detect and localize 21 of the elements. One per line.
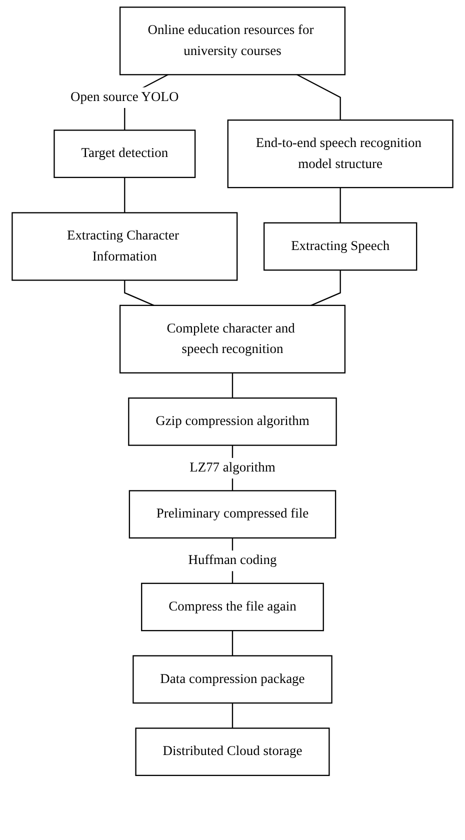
connector bbox=[232, 630, 234, 656]
node-box: End-to-end speech recognition model structure bbox=[227, 120, 454, 188]
connector bbox=[232, 372, 234, 398]
edge-label: LZ77 algorithm bbox=[190, 460, 276, 475]
node-box: Extracting Speech bbox=[264, 222, 418, 271]
node-box: Online education resources for university courses bbox=[119, 6, 346, 76]
node-box: Distributed Cloud storage bbox=[135, 728, 330, 776]
node-box: Target detection bbox=[54, 130, 196, 178]
edge-label: Huffman coding bbox=[188, 553, 277, 568]
node-box: Data compression package bbox=[132, 655, 332, 704]
node-box: Extracting Character Information bbox=[12, 212, 238, 281]
connector bbox=[296, 74, 341, 120]
edge-label: Open source YOLO bbox=[70, 90, 179, 104]
connector bbox=[124, 177, 126, 213]
connector bbox=[232, 703, 234, 728]
node-box: Compress the file again bbox=[141, 582, 324, 632]
connector bbox=[340, 188, 341, 223]
node-box: Preliminary compressed file bbox=[128, 490, 336, 539]
node-box: Complete character and speech recognition bbox=[119, 304, 346, 374]
connector bbox=[124, 280, 154, 306]
node-box: Gzip compression algorithm bbox=[128, 397, 337, 446]
